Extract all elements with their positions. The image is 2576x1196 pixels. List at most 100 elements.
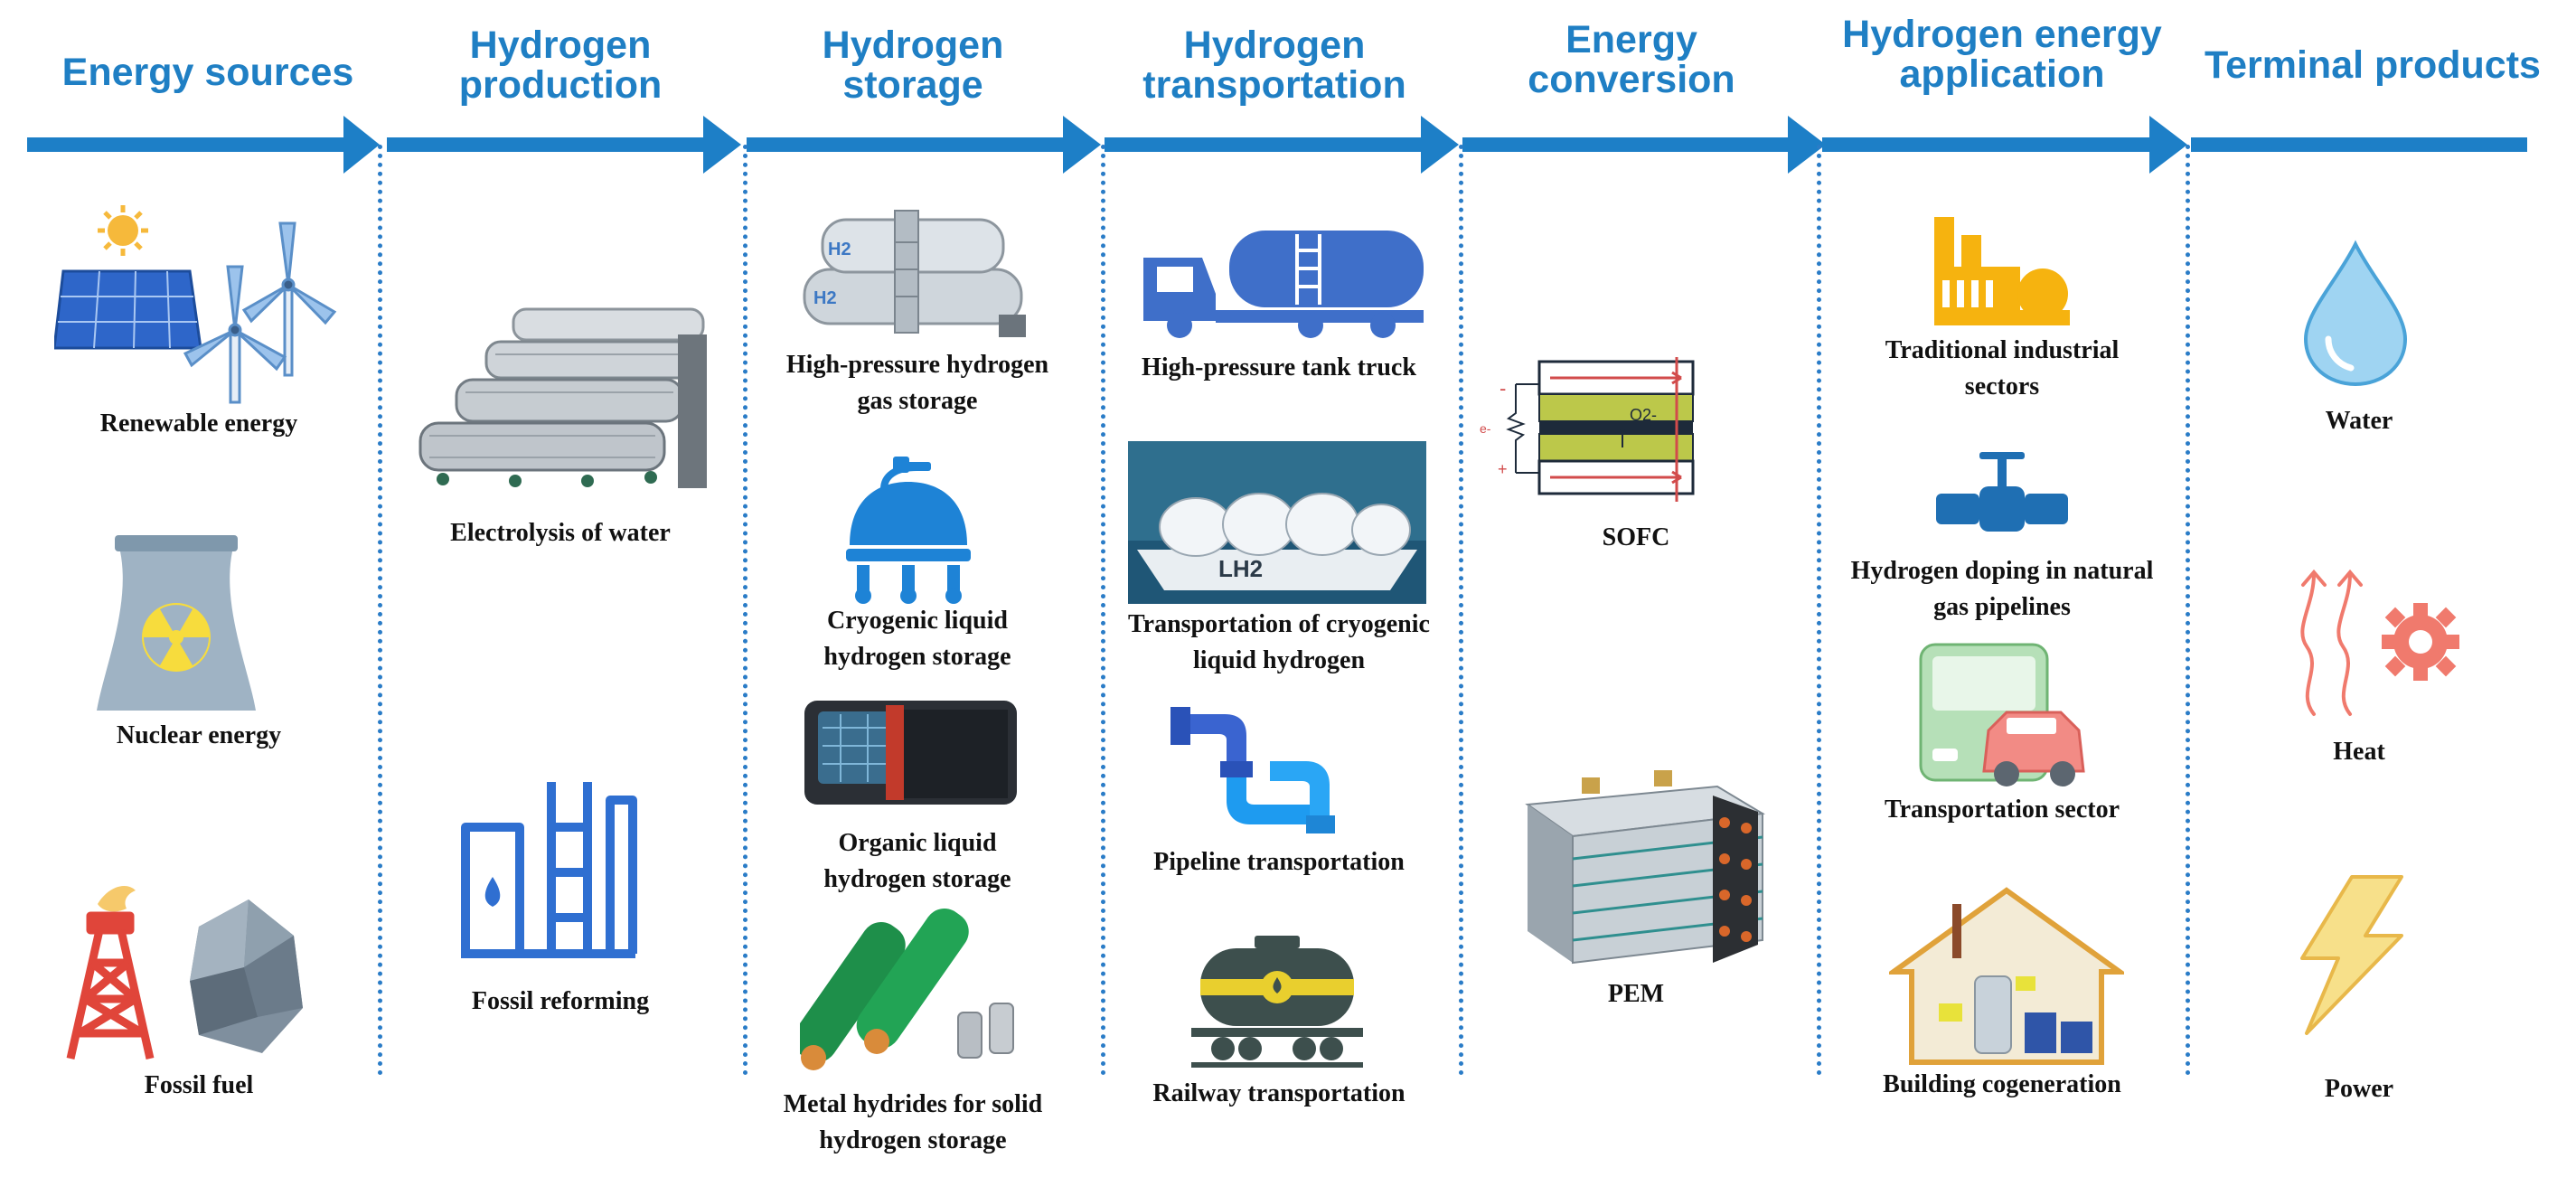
industrial-sector-icon [1934,217,2070,325]
sofc-minus-text: - [1500,377,1506,400]
tank-truck-icon [1143,231,1424,338]
title-line-1: Hydrogen [822,24,1004,67]
title-line-1: Hydrogen [469,24,652,67]
arrow-head-4 [1421,116,1459,174]
organic-liquid-storage-icon [804,701,1017,805]
label-nuclear-energy: Nuclear energy [116,721,282,749]
label-high-pressure-tank-truck: High-pressure tank truck [1142,353,1416,381]
column-title-terminal-products: Terminal products [2187,45,2558,85]
arrow-shaft-5 [1462,137,1797,152]
label-cryogenic-liquid-storage: Cryogenic liquid hydrogen storage [750,603,1085,675]
label-line-1: Metal hydrides for solid [783,1090,1043,1118]
gas-pipeline-valve-icon [1936,452,2068,532]
column-divider-1 [378,145,382,1076]
cryogenic-liquid-storage-icon [846,457,971,604]
ship-lh2-text: LH2 [1218,555,1263,582]
arrow-shaft-6 [1822,137,2166,152]
label-renewable-energy: Renewable energy [99,410,298,438]
power-lightning-icon [2300,875,2403,1035]
arrow-head-2 [703,116,741,174]
label-line-2: hydrogen storage [823,643,1011,671]
column-divider-3 [1101,145,1105,1076]
label-power: Power [2324,1075,2394,1103]
label-line-1: High-pressure hydrogen [785,351,1049,379]
high-pressure-gas-storage-icon: H2 H2 [803,210,1026,337]
arrow-shaft-1 [27,137,353,152]
arrow-shaft-7 [2191,137,2527,152]
title-text: Terminal products [2205,43,2541,87]
pem-stack-icon [1525,770,1766,965]
label-metal-hydrides-solid-storage: Metal hydrides for solid hydrogen storage [741,1087,1085,1159]
sofc-plus-text: + [1498,460,1508,478]
label-line-1: Hydrogen doping in natural [1850,557,2154,585]
label-line-2: sectors [1964,372,2040,400]
title-line-1: Hydrogen energy [1842,13,2162,56]
column-divider-5 [1817,145,1821,1076]
title-line-1: Energy [1565,18,1697,61]
arrow-head-1 [343,116,380,174]
label-line-1: Cryogenic liquid [827,607,1008,635]
arrow-shaft-2 [387,137,712,152]
label-line-1: Organic liquid [838,829,997,857]
title-text: Energy sources [61,51,354,94]
fossil-reforming-icon [461,782,637,958]
label-water: Water [2325,407,2393,435]
column-divider-4 [1459,145,1463,1076]
arrow-head-6 [2149,116,2187,174]
label-hydrogen-doping-natural-gas: Hydrogen doping in natural gas pipelines [1817,553,2187,626]
renewable-energy-icon [54,205,337,404]
label-building-cogeneration: Building cogeneration [1883,1070,2121,1098]
transportation-sector-icon [1919,643,2085,786]
label-sofc: SOFC [1602,523,1670,551]
label-fossil-reforming: Fossil reforming [471,987,650,1015]
title-line-2: application [1899,52,2105,96]
water-drop-icon [2303,240,2408,387]
tank-label-top: H2 [828,240,851,259]
label-electrolysis-of-water: Electrolysis of water [450,519,671,547]
label-line-2: gas storage [857,387,978,415]
label-fossil-fuel: Fossil fuel [144,1071,254,1099]
title-line-2: transportation [1142,63,1406,107]
fossil-fuel-icon [66,886,303,1059]
column-divider-6 [2186,145,2190,1076]
arrow-head-3 [1063,116,1101,174]
label-organic-liquid-storage: Organic liquid hydrogen storage [750,825,1085,898]
title-line-1: Hydrogen [1183,24,1366,67]
flow-arrows [27,116,2527,174]
building-cogeneration-icon [1889,887,2124,1065]
label-line-2: hydrogen storage [819,1126,1007,1154]
label-pem: PEM [1607,980,1665,1008]
sofc-icon: O2- - + e- [1480,357,1695,502]
label-railway-transportation: Railway transportation [1152,1079,1406,1107]
column-title-energy-sources: Energy sources [36,52,380,92]
sofc-ion-text: O2- [1630,406,1657,424]
title-line-2: storage [842,63,983,107]
label-line-2: gas pipelines [1933,593,2071,621]
arrow-shaft-3 [747,137,1072,152]
electrolysis-tanks-icon [418,307,707,488]
arrow-shaft-4 [1105,137,1430,152]
label-line-2: hydrogen storage [823,865,1011,893]
heat-gear-icon [2300,569,2459,716]
tank-label-bottom: H2 [813,288,837,308]
title-line-2: conversion [1528,58,1735,101]
label-pipeline-transportation: Pipeline transportation [1153,848,1405,876]
nuclear-energy-icon [97,535,256,711]
title-line-2: production [458,63,663,107]
label-line-2: liquid hydrogen [1192,646,1366,674]
label-heat: Heat [2333,738,2385,766]
column-divider-2 [743,145,747,1076]
railway-tanker-icon [1191,936,1363,1068]
label-high-pressure-gas-storage: High-pressure hydrogen gas storage [750,347,1085,419]
metal-hydride-cylinders-icon [800,909,1014,1070]
sofc-electron-text: e- [1480,421,1491,436]
label-transportation-sector: Transportation sector [1885,796,2120,824]
pipeline-icon [1170,707,1335,833]
